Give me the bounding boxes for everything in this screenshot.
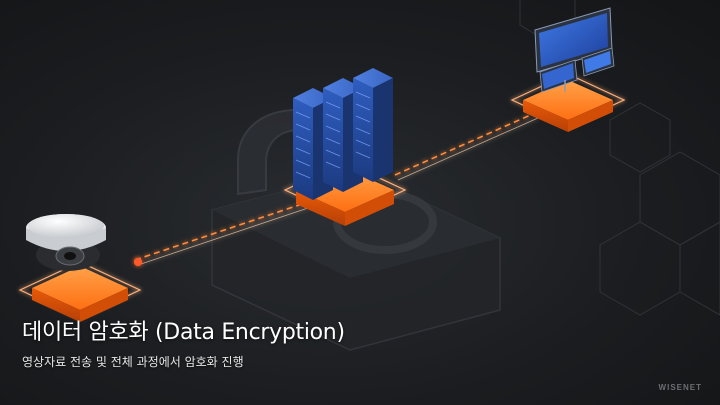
data-link-camera-server — [134, 202, 309, 266]
monitor-node — [510, 7, 626, 132]
camera-icon — [26, 214, 106, 271]
camera-node — [18, 214, 142, 322]
data-packet-dot — [134, 258, 142, 266]
monitor-icon — [534, 7, 615, 93]
brand-logo: WISENET — [658, 383, 702, 392]
slide-subtitle: 영상자료 전송 및 전체 과정에서 암호화 진행 — [22, 355, 244, 369]
server-node — [283, 68, 407, 226]
hexagon-background — [519, 0, 720, 316]
slide-title: 데이터 암호화 (Data Encryption) — [22, 320, 345, 345]
server-icon — [293, 68, 393, 200]
data-link-server-monitor — [394, 112, 539, 181]
caption-block: 데이터 암호화 (Data Encryption) 영상자료 전송 및 전체 과… — [22, 314, 345, 370]
